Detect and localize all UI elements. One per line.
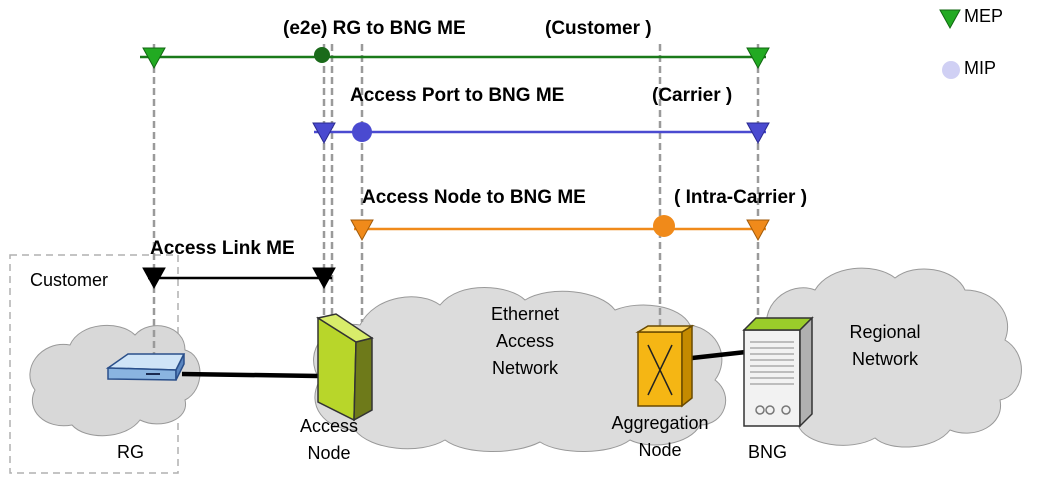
aggregation-label-1: Aggregation (611, 413, 709, 433)
rg-access-link (181, 371, 319, 379)
intra-me-scope: ( Intra-Carrier ) (674, 187, 808, 208)
legend-mep-icon (939, 9, 961, 30)
mep-icon (350, 219, 374, 242)
regional-label-1: Regional (849, 322, 921, 342)
customer-label: Customer (30, 270, 109, 290)
mip-icon (352, 122, 372, 142)
mep-icon (312, 122, 336, 145)
mip-icon (314, 47, 330, 63)
ethernet-label-1: Ethernet (490, 304, 560, 324)
carrier-me-scope: (Carrier ) (652, 85, 733, 106)
mip-icon (653, 215, 675, 237)
mep-icon (746, 47, 770, 70)
bng-icon (742, 316, 814, 428)
access-link-me-label: Access Link ME (150, 238, 295, 259)
mep-icon (142, 47, 166, 70)
customer-me-scope: (Customer ) (545, 18, 652, 39)
regional-label-2: Network (851, 349, 918, 369)
access-node-icon (316, 313, 374, 422)
mep-icon (746, 219, 770, 242)
rg-label: RG (117, 442, 144, 462)
rg-cloud (29, 324, 201, 437)
aggregation-node-icon (635, 324, 695, 408)
intra-me-label: Access Node to BNG ME (362, 187, 586, 208)
rg-device-icon (105, 353, 186, 381)
aggregation-label-2: Node (638, 440, 682, 460)
ethernet-label-3: Network (491, 358, 558, 378)
legend-mip-label: MIP (964, 58, 997, 78)
agg-bng-link (691, 349, 747, 361)
drop-lines (152, 44, 760, 362)
legend-mep-label: MEP (964, 6, 1004, 26)
mep-icon (746, 122, 770, 145)
mep-icon (142, 267, 166, 290)
legend-mip-icon (942, 61, 960, 79)
ethernet-cloud (313, 287, 727, 452)
customer-me-label: (e2e) RG to BNG ME (283, 18, 466, 39)
bng-label: BNG (748, 442, 788, 462)
ethernet-label-2: Access (495, 331, 555, 351)
carrier-me-label: Access Port to BNG ME (350, 85, 565, 106)
access-node-label-2: Node (307, 443, 351, 463)
access-node-label-1: Access (299, 416, 359, 436)
mep-icon (312, 267, 336, 290)
